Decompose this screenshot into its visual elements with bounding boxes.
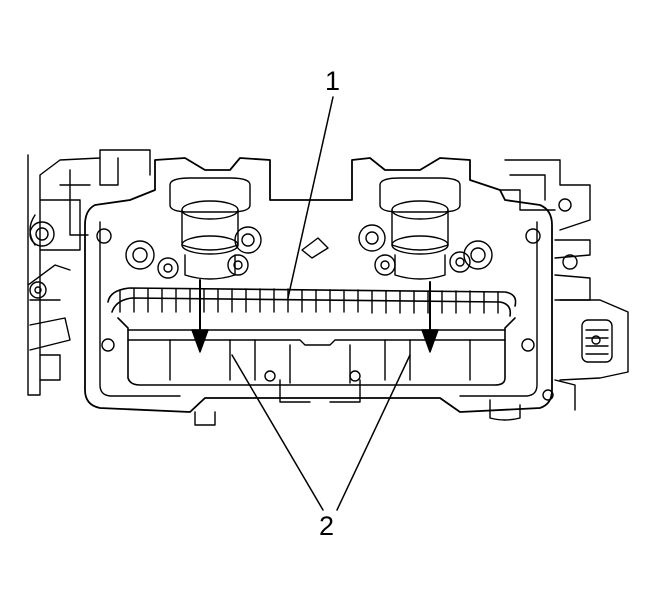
timing-chain [107, 287, 517, 317]
callout-2-leader-left [231, 354, 324, 511]
cylinder-head-casting [84, 157, 553, 426]
down-arrow-right [421, 281, 439, 353]
chain-guide [117, 317, 516, 386]
right-background-components [499, 159, 629, 411]
right-camshaft-hub [301, 177, 493, 280]
down-arrow-left [191, 279, 209, 353]
left-background-components [27, 149, 151, 396]
callout-label-1: 1 [325, 66, 341, 96]
left-camshaft-hub [125, 177, 262, 280]
callout-2-leader-right [336, 354, 411, 511]
callout-label-2: 2 [319, 511, 335, 541]
callout-1-leader [287, 96, 334, 299]
